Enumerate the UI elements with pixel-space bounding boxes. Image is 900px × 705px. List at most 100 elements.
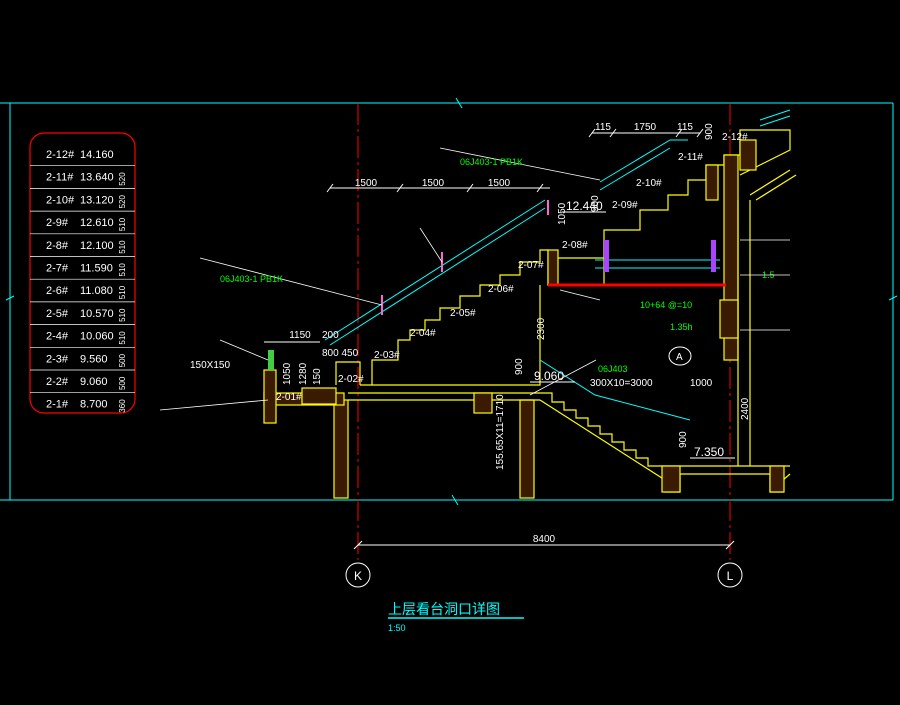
level-table-elevation: 13.640 (80, 172, 114, 184)
level-table-row-id: 2-2# (46, 376, 69, 388)
level-table-elevation: 8.700 (80, 399, 108, 411)
notes: 06J403-1 PB1K 06J403-1 PB1K 06J403 10+64… (220, 157, 692, 374)
drawing-title: 上层看台洞口详图 (388, 601, 500, 617)
drawing-scale: 1:50 (388, 623, 406, 633)
step-2-07: 2-07# (518, 260, 544, 271)
step-2-12: 2-12# (722, 132, 748, 143)
railing-posts (381, 200, 549, 315)
railings (324, 109, 791, 421)
step-labels: 2-01# 2-02# 2-03# 2-04# 2-05# 2-06# 2-07… (276, 132, 748, 403)
level-table-riser-height: 520 (118, 172, 127, 186)
level-table-elevation: 12.610 (80, 217, 114, 229)
dim-1050-b: 1050 (557, 202, 568, 225)
dim-200: 200 (322, 330, 339, 341)
step-2-01: 2-01# (276, 392, 302, 403)
glass-railing-left (268, 350, 274, 370)
dim-150x150: 150X150 (190, 360, 230, 371)
level-table-row-id: 2-9# (46, 217, 69, 229)
dim-1150: 1150 (289, 330, 311, 341)
level-table-riser-height: 500 (118, 376, 127, 390)
level-table-elevation: 11.080 (80, 285, 113, 297)
upper-seating (335, 249, 605, 386)
elev-12440: 12.440 (566, 199, 603, 213)
level-table-row-id: 2-8# (46, 240, 69, 252)
level-table-row-id: 2-7# (46, 263, 69, 275)
dim-1500-a: 1500 (355, 178, 378, 189)
note-06j403-b: 06J403 (598, 364, 628, 374)
note-06j403-c: 06J403-1 PB1K (220, 274, 283, 284)
step-2-04: 2-04# (410, 328, 436, 339)
grid-label-l: L (727, 569, 734, 583)
level-table-riser-height: 360 (118, 399, 127, 413)
dim-900-a: 900 (514, 358, 525, 375)
detail-callout-label: A (676, 352, 683, 363)
lower-stair (539, 392, 791, 493)
lower-structure (263, 369, 540, 499)
level-table-row-id: 2-12# (46, 149, 75, 161)
level-table-row-id: 2-3# (46, 353, 69, 365)
step-2-02: 2-02# (338, 374, 364, 385)
note-06j403: 06J403-1 PB1K (460, 157, 523, 167)
step-2-05: 2-05# (450, 308, 476, 319)
dim-1500-b: 1500 (422, 178, 445, 189)
detail-callout-a (668, 346, 692, 366)
level-table-elevation: 9.060 (80, 376, 108, 388)
elev-7350: 7.350 (694, 445, 724, 459)
note-10-64: 10+64 @=10 (640, 300, 692, 310)
level-table-riser-height: 500 (118, 353, 127, 367)
level-table-riser-height: 510 (118, 240, 127, 254)
dim-overall: 8400 (533, 534, 556, 545)
level-table-elevation: 10.570 (80, 308, 114, 320)
level-table-riser-height: 510 (118, 217, 127, 231)
level-table-elevation: 9.560 (80, 353, 108, 365)
grid-label-k: K (354, 569, 362, 583)
step-2-09: 2-09# (612, 200, 638, 211)
step-2-06: 2-06# (488, 284, 514, 295)
level-table-row-id: 2-6# (46, 285, 69, 297)
note-leaders (159, 147, 790, 411)
level-table-elevation: 10.060 (80, 331, 114, 343)
level-table-elevation: 14.160 (80, 149, 114, 161)
dim-115-b: 115 (677, 122, 693, 133)
dim-900-d: 900 (678, 431, 689, 448)
level-table-frame (29, 132, 136, 414)
level-table-riser-height: 510 (118, 331, 127, 345)
dim-300x10: 300X10=3000 (590, 378, 653, 389)
level-table-riser-height: 510 (118, 308, 127, 322)
level-table-elevation: 12.100 (80, 240, 114, 252)
level-table-riser-height: 520 (118, 195, 127, 209)
level-table-riser-height: 510 (118, 285, 127, 299)
dim-1050-a: 1050 (282, 362, 293, 385)
dim-155-65: 155.65X11=1710 (495, 394, 506, 470)
grid-bubble-l (717, 562, 743, 588)
step-2-10: 2-10# (636, 178, 662, 189)
upper-right-structure (603, 129, 797, 466)
step-2-03: 2-03# (374, 350, 400, 361)
dim-1280: 1280 (298, 362, 309, 385)
step-2-11: 2-11# (678, 152, 703, 163)
level-table-riser-height: 510 (118, 263, 127, 277)
elevation-marks: 12.440 9.060 7.350 (530, 199, 735, 459)
dim-150: 150 (312, 368, 323, 385)
dim-2300: 2300 (536, 317, 547, 340)
level-table-row-id: 2-5# (46, 308, 69, 320)
dim-115-a: 115 (595, 122, 611, 133)
break-marks (5, 97, 898, 506)
grid-bubble-k (345, 562, 371, 588)
dim-900-c: 900 (704, 123, 715, 140)
dim-800-450: 800 450 (322, 348, 359, 359)
dim-2400: 2400 (740, 397, 751, 420)
dim-1750: 1750 (634, 122, 657, 133)
misc-dims: 1150 200 800 450 150X150 1050 1280 150 1… (190, 123, 775, 470)
elev-9060: 9.060 (534, 369, 564, 383)
level-table-elevation: 13.120 (80, 194, 114, 206)
dims-top-right: 115 1750 115 (588, 122, 704, 138)
dim-overall-ticks (353, 540, 735, 550)
level-table-row-id: 2-10# (46, 194, 75, 206)
anchor-plates (604, 240, 716, 272)
dim-1000: 1000 (690, 378, 713, 389)
dim-1500-c: 1500 (488, 178, 511, 189)
